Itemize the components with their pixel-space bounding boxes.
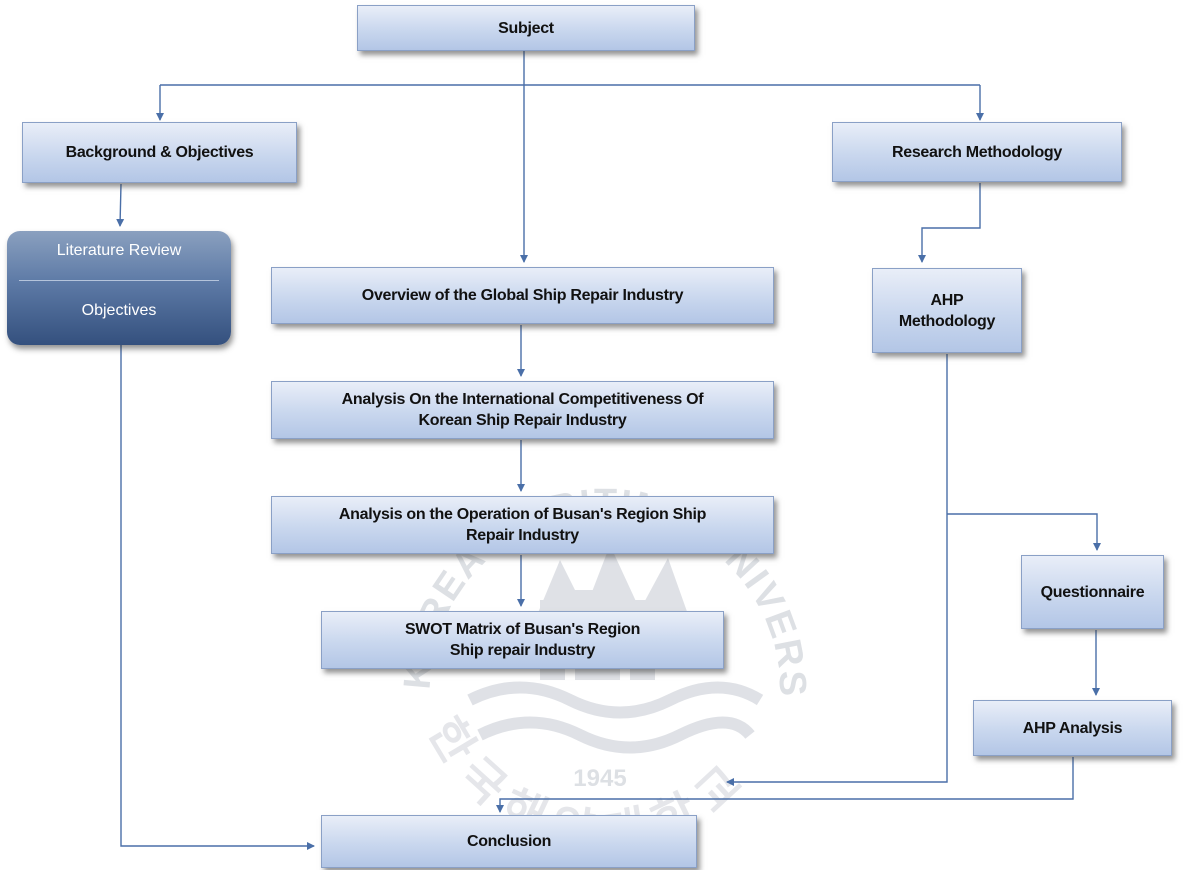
node-literature-objectives: Literature Review Objectives: [7, 231, 231, 345]
node-ahp-analysis: AHP Analysis: [973, 700, 1172, 756]
node-ahp-methodology: AHP Methodology: [872, 268, 1022, 353]
objectives-label: Objectives: [81, 302, 157, 319]
divider: [19, 280, 219, 281]
arrow-research-ahp: [918, 183, 981, 263]
literature-review-label: Literature Review: [56, 242, 182, 259]
node-subject: Subject: [357, 5, 695, 51]
node-analysis-international: Analysis On the International Competitiv…: [271, 381, 774, 439]
node-questionnaire: Questionnaire: [1021, 555, 1164, 629]
node-background-objectives: Background & Objectives: [22, 122, 297, 183]
waves-icon: [467, 681, 764, 754]
arrow-ahp-questionnaire: [947, 513, 1101, 551]
arrow-ahp-swot: [726, 354, 948, 786]
watermark-arc-text: KOREA MARITIME UNIVERSITY: [0, 0, 811, 699]
arrow-background-literature: [116, 183, 125, 227]
arrow-analysis-conclusion: [496, 757, 1074, 813]
node-conclusion: Conclusion: [321, 815, 697, 868]
watermark-year: 1945: [573, 765, 626, 792]
arrow-literature-conclusion: [120, 344, 315, 850]
node-overview: Overview of the Global Ship Repair Indus…: [271, 267, 774, 324]
node-swot: SWOT Matrix of Busan's Region Ship repai…: [321, 611, 724, 669]
node-research-methodology: Research Methodology: [832, 122, 1122, 182]
svg-text:KOREA MARITIME UNIVERSITY: KOREA MARITIME UNIVERSITY: [0, 0, 811, 699]
node-analysis-busan: Analysis on the Operation of Busan's Reg…: [271, 496, 774, 554]
